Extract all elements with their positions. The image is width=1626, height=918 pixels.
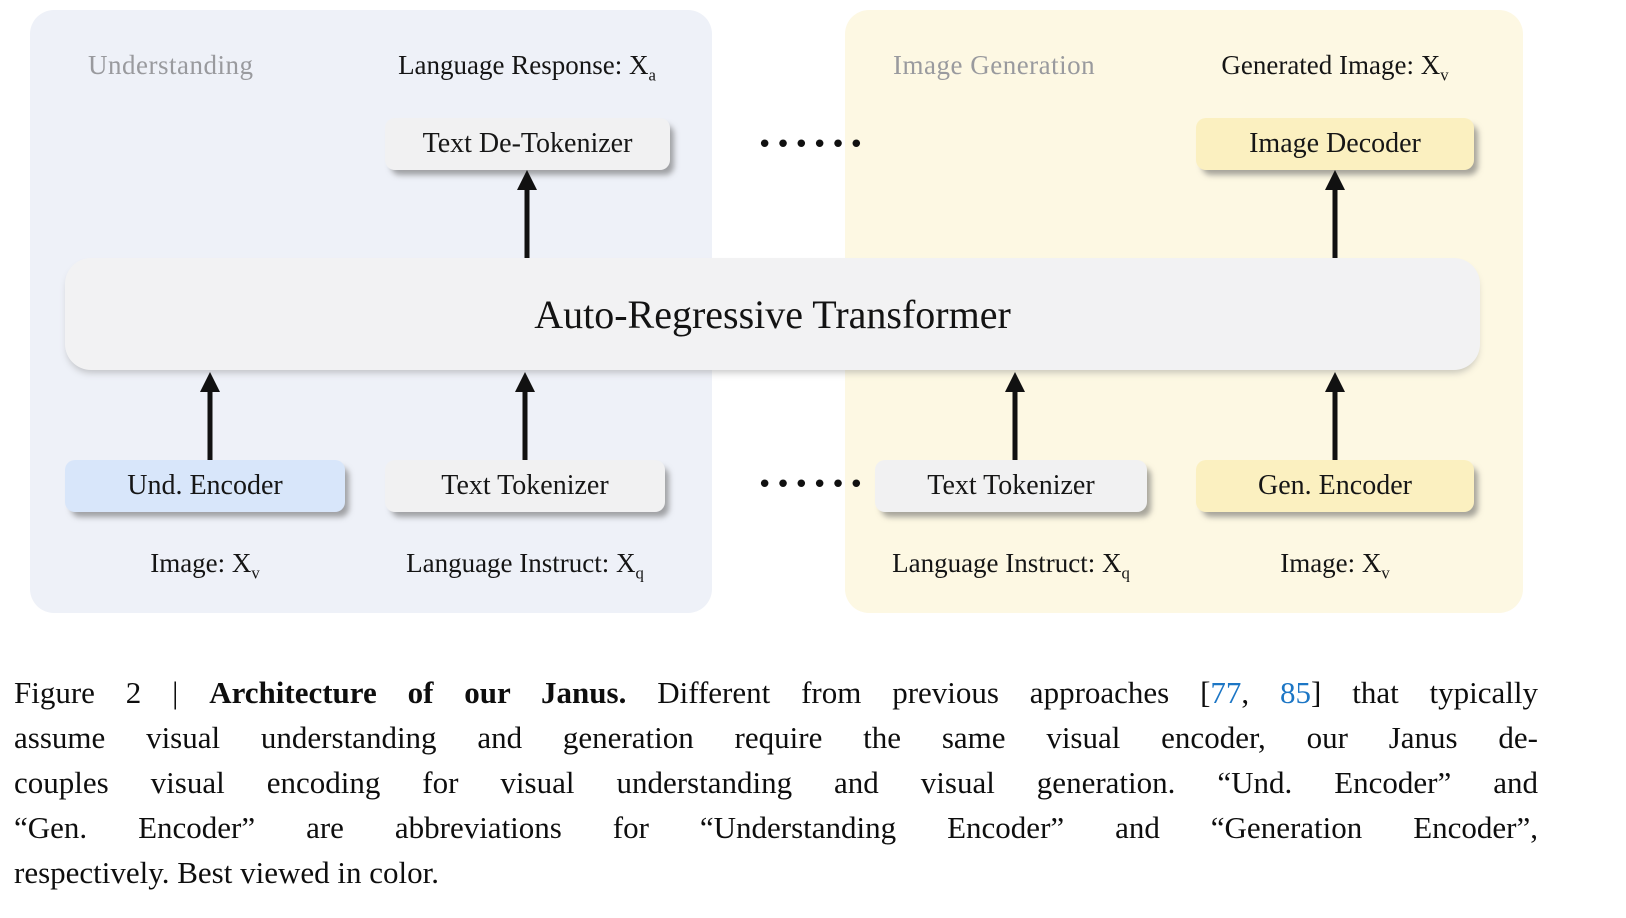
language-response-text: Language Response: X bbox=[398, 50, 649, 80]
caption-line-5: respectively. Best viewed in color. bbox=[14, 855, 439, 890]
language-instruct-right-subscript: q bbox=[1121, 563, 1130, 583]
language-response-subscript: a bbox=[648, 65, 656, 85]
caption-bold-title: Architecture of our Janus. bbox=[209, 675, 627, 710]
citation-link-85[interactable]: 85 bbox=[1280, 675, 1312, 710]
image-input-label-left: Image: Xv bbox=[65, 548, 345, 583]
caption-line-2: assume visual understanding and generati… bbox=[14, 720, 1538, 755]
ellipsis-top-icon: •••••• bbox=[757, 130, 868, 160]
text-tokenizer-left-box: Text Tokenizer bbox=[385, 460, 665, 512]
und-encoder-box: Und. Encoder bbox=[65, 460, 345, 512]
language-response-label: Language Response: Xa bbox=[377, 50, 677, 85]
caption-line-1: Figure 2 | Architecture of our Janus. Di… bbox=[14, 670, 1538, 715]
language-instruct-label-right: Language Instruct: Xq bbox=[860, 548, 1162, 583]
language-instruct-right-text: Language Instruct: X bbox=[892, 548, 1122, 578]
image-decoder-box: Image Decoder bbox=[1196, 118, 1474, 170]
image-input-left-subscript: v bbox=[251, 563, 260, 583]
caption-line-4: “Gen. Encoder” are abbreviations for “Un… bbox=[14, 810, 1538, 845]
citation-link-77[interactable]: 77 bbox=[1210, 675, 1242, 710]
image-input-label-right: Image: Xv bbox=[1196, 548, 1474, 583]
auto-regressive-transformer-box: Auto-Regressive Transformer bbox=[65, 258, 1480, 370]
image-generation-section-label: Image Generation bbox=[893, 50, 1096, 80]
image-input-right-text: Image: X bbox=[1280, 548, 1382, 578]
ellipsis-bottom-icon: •••••• bbox=[757, 470, 868, 500]
gen-encoder-box: Gen. Encoder bbox=[1196, 460, 1474, 512]
text-tokenizer-right-box: Text Tokenizer bbox=[875, 460, 1147, 512]
text-detokenizer-box: Text De-Tokenizer bbox=[385, 118, 670, 170]
caption-text: Different from previous approaches [ bbox=[626, 675, 1211, 710]
generated-image-label: Generated Image: Xv bbox=[1186, 50, 1484, 85]
language-instruct-label-left: Language Instruct: Xq bbox=[370, 548, 680, 583]
understanding-section-label: Understanding bbox=[88, 50, 254, 80]
language-instruct-left-text: Language Instruct: X bbox=[406, 548, 636, 578]
caption-line-3: couples visual encoding for visual under… bbox=[14, 765, 1538, 800]
generated-image-text: Generated Image: X bbox=[1221, 50, 1441, 80]
caption-text: ] that typically bbox=[1311, 675, 1539, 710]
generated-image-subscript: v bbox=[1440, 65, 1449, 85]
figure-caption: Figure 2 | Architecture of our Janus. Di… bbox=[14, 670, 1538, 895]
language-instruct-left-subscript: q bbox=[635, 563, 644, 583]
image-input-right-subscript: v bbox=[1381, 563, 1390, 583]
image-input-left-text: Image: X bbox=[150, 548, 252, 578]
figure-number-label: Figure 2 | bbox=[14, 675, 210, 710]
citation-separator: , bbox=[1241, 675, 1281, 710]
